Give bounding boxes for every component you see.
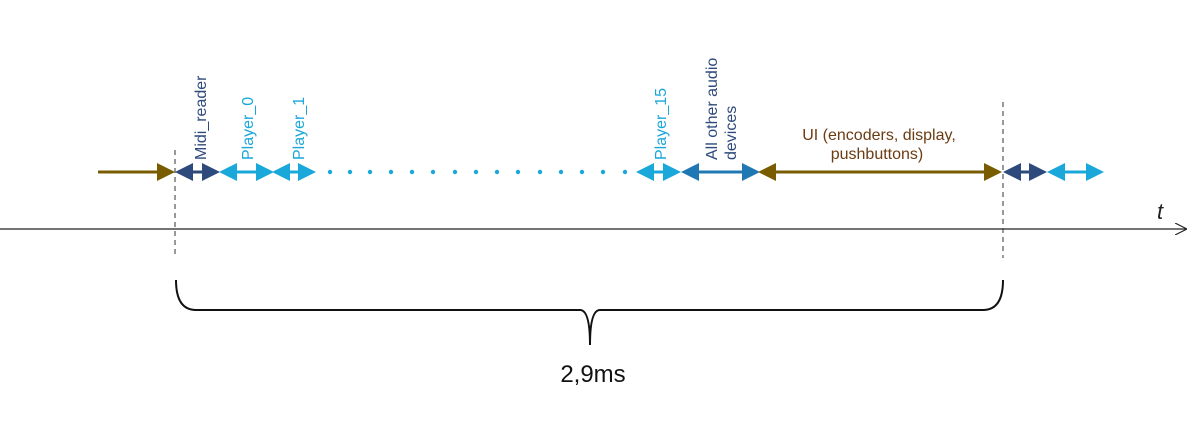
midi-reader-label: Midi_reader	[193, 75, 210, 160]
ui-task-label-line1: UI (encoders, display,	[802, 127, 956, 144]
player-1-label: Player_1	[291, 97, 308, 160]
ui-task-label-line2: pushbuttons)	[831, 146, 924, 163]
other-audio-devices-label-line1: All other audio	[704, 58, 721, 160]
period-brace	[175, 279, 1004, 346]
players-ellipsis-dots	[327, 169, 628, 175]
time-axis-label: t	[1157, 199, 1164, 224]
period-label: 2,9ms	[560, 361, 625, 388]
player-15-label: Player_15	[653, 88, 670, 160]
player-0-label: Player_0	[240, 97, 257, 160]
other-audio-devices-label-line2: devices	[723, 106, 740, 160]
